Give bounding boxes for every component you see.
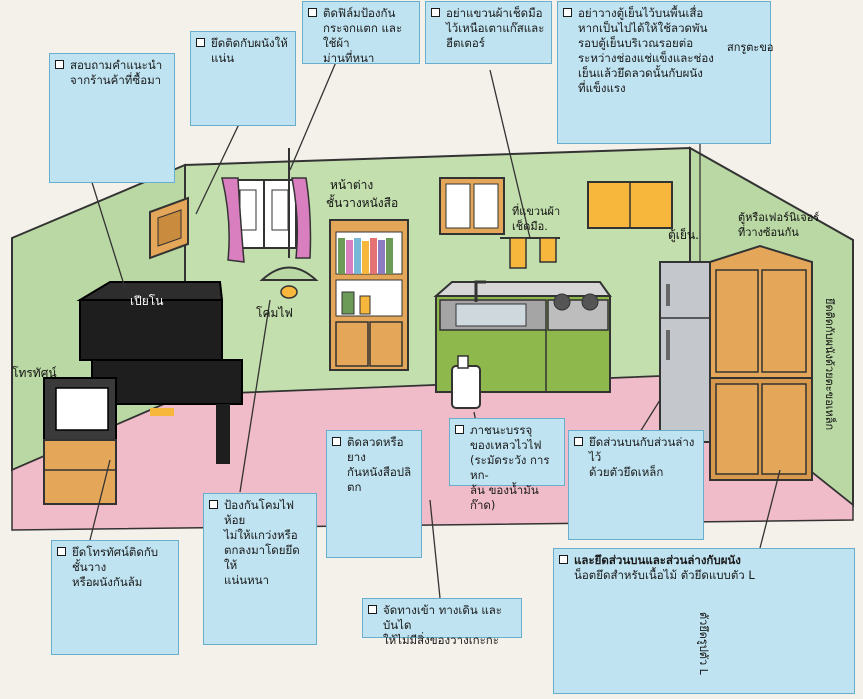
stacked-wardrobe	[709, 244, 813, 481]
bullet-square-icon	[559, 555, 568, 564]
callout-glass-tip: ติดฟิล์มป้องกัน กระจกแตก และใช้ผ้า ม่านท…	[302, 1, 420, 65]
label-bookshelf: ชั้นวางหนังสือ	[326, 196, 399, 210]
bullet-square-icon	[55, 60, 64, 69]
callout-bookshelf-tip: ติดลวดหรือยาง กันหนังสือปลิ ตก	[326, 430, 422, 558]
callout-text: ยึดติดกับผนังให้ แน่น	[211, 36, 288, 65]
wall-frame	[149, 196, 189, 260]
callout-walkway-tip: จัดทางเข้า ทางเดิน และบันได ให้ไม่มีสิ่ง…	[362, 598, 522, 647]
bullet-square-icon	[57, 547, 66, 556]
callout-lamp-tip: ป้องกันโคมไฟห้อย ไม่ให้แกว่งหรือ ตกลงมาโ…	[203, 493, 317, 645]
hanging-lamp	[259, 148, 319, 299]
callout-text: ติดลวดหรือยาง กันหนังสือปลิ ตก	[347, 435, 412, 494]
bullet-square-icon	[196, 38, 205, 47]
label-wardrobe: ตู้หรือเฟอร์นิเจอร์ ที่วางซ้อนกัน	[738, 211, 820, 239]
back-window	[439, 177, 505, 235]
bookshelf	[329, 219, 409, 371]
callout-text: อย่าวางตู้เย็นไว้บนพื้นเสื่อ หากเป็นไปได…	[578, 6, 714, 95]
bullet-square-icon	[368, 605, 377, 614]
callout-towel-tip: อย่าแขวนผ้าเช็ดมือ ไว้เหนือเตาแก๊สและ ฮี…	[425, 1, 552, 64]
callout-text: ติดฟิล์มป้องกัน กระจกแตก และใช้ผ้า ม่านท…	[323, 6, 403, 65]
label-tv: โทรทัศน์	[12, 366, 57, 380]
kerosene-container	[451, 355, 481, 409]
kitchen-counter	[433, 280, 612, 393]
label-towel-hanger: ที่แขวนผ้า เช็ดมือ.	[512, 205, 561, 233]
callout-text: ป้องกันโคมไฟห้อย ไม่ให้แกว่งหรือ ตกลงมาโ…	[224, 498, 300, 587]
callout-text: สอบถามคำแนะนำ จากร้านค้าที่ซื้อมา	[70, 58, 163, 87]
label-piano: เปียโน	[130, 294, 164, 308]
refrigerator	[659, 261, 715, 443]
callout-title: และยึดส่วนบนและส่วนล่างกับผนัง	[574, 553, 741, 567]
bullet-square-icon	[332, 437, 341, 446]
label-screw-hook: สกรูตะขอ	[727, 41, 774, 54]
callout-wall-fix-tip: และยึดส่วนบนและส่วนล่างกับผนัง น็อตยึดสำ…	[553, 548, 855, 694]
label-fridge: ตู้เย็น.	[668, 228, 699, 242]
callout-text: ยึดโทรทัศน์ติดกับชั้นวาง หรือผนังกันล้ม	[72, 545, 159, 589]
callout-text: อย่าแขวนผ้าเช็ดมือ ไว้เหนือเตาแก๊สและ ฮี…	[446, 6, 545, 50]
label-wall-fix-vertical: ยึดติดกับผนังด้วยตะขอเหล็ก	[823, 298, 836, 431]
callout-text: ยึดส่วนบนกับส่วนล่างไว้ ด้วยตัวยึดเหล็ก	[589, 435, 695, 479]
callout-container-tip: ภาชนะบรรจุ ของเหลวไวไฟ (ระมัดระวัง การหก…	[449, 418, 565, 512]
callout-fridge-tip: อย่าวางตู้เย็นไว้บนพื้นเสื่อ หากเป็นไปได…	[557, 1, 771, 144]
callout-tv-tip: ยึดโทรทัศน์ติดกับชั้นวาง หรือผนังกันล้ม	[51, 540, 179, 655]
label-l-bracket: ตัวยึดรูปตัว L	[697, 612, 710, 675]
towel-hanger	[500, 237, 560, 269]
callout-cabinet-join-tip: ยึดส่วนบนกับส่วนล่างไว้ ด้วยตัวยึดเหล็ก	[568, 430, 704, 540]
callout-frame-tip: ยึดติดกับผนังให้ แน่น	[190, 31, 296, 126]
callout-piano-tip: สอบถามคำแนะนำ จากร้านค้าที่ซื้อมา	[49, 53, 175, 183]
tv-on-stand	[43, 377, 117, 505]
bullet-square-icon	[431, 8, 440, 17]
leader-lines	[89, 61, 781, 599]
bullet-square-icon	[308, 8, 317, 17]
callout-text: จัดทางเข้า ทางเดิน และบันได ให้ไม่มีสิ่ง…	[383, 603, 502, 647]
label-lamp: โคมไฟ	[256, 306, 293, 320]
bullet-square-icon	[455, 425, 464, 434]
window-with-curtains	[221, 177, 312, 263]
callout-text: ภาชนะบรรจุ ของเหลวไวไฟ (ระมัดระวัง การหก…	[470, 423, 550, 512]
label-window: หน้าต่าง	[330, 178, 374, 192]
bullet-square-icon	[574, 437, 583, 446]
bullet-square-icon	[563, 8, 572, 17]
wall-cabinet	[587, 181, 673, 229]
bullet-square-icon	[209, 500, 218, 509]
callout-subtext: น็อตยึดสำหรับเนื้อไม้ ตัวยึดแบบตัว L	[574, 568, 755, 582]
